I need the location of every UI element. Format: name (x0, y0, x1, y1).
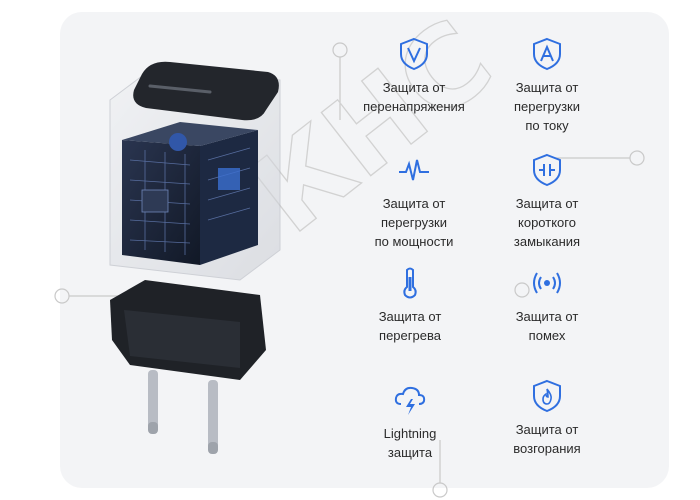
feature-label: Защита от возгорания (513, 422, 581, 456)
feature-label: Защита от короткого замыкания (513, 196, 581, 249)
feature-label: Защита от перегрузки по току (514, 80, 580, 133)
feature-interference: Защита от помех (477, 265, 617, 345)
feature-short-circuit: Защита от короткого замыкания (477, 152, 617, 251)
pulse-wave-icon (399, 159, 429, 181)
feature-label: Защита от перегрузки по мощности (374, 196, 454, 249)
signal-broadcast-icon (533, 272, 561, 294)
feature-label: Защита от перегрева (378, 309, 442, 343)
cloud-lightning-icon (394, 386, 426, 415)
feature-overheat: Защита от перегрева (340, 265, 480, 345)
charger-image (109, 61, 281, 454)
feature-overpower: Защита от перегрузки по мощности (344, 152, 484, 251)
short-circuit-icon (533, 153, 561, 187)
feature-label: Lightning защита (383, 426, 437, 460)
feature-label: Защита от перенапряжения (363, 80, 465, 114)
shield-flame-icon (533, 379, 561, 413)
feature-label: Защита от помех (515, 309, 579, 343)
feature-overvoltage: Защита от перенапряжения (344, 36, 484, 116)
shield-a-icon (533, 37, 561, 71)
shield-v-icon (400, 37, 428, 71)
feature-lightning: Lightning защита (340, 382, 480, 462)
thermometer-icon (403, 267, 417, 299)
feature-overcurrent: Защита от перегрузки по току (477, 36, 617, 135)
feature-fire: Защита от возгорания (477, 378, 617, 458)
